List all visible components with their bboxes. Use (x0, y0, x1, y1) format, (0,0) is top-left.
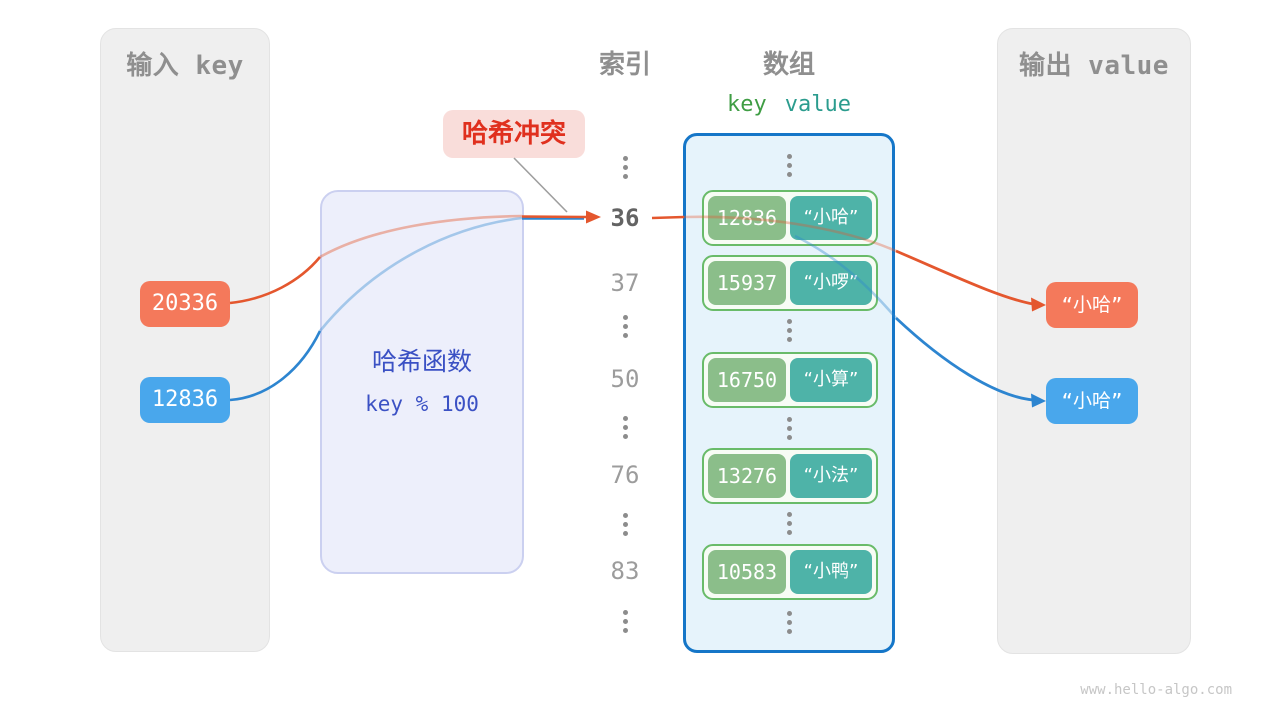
ellipsis-dots (786, 512, 792, 535)
output-value-panel: 输出 value (997, 28, 1191, 654)
output-value-orange: “小哈” (1046, 282, 1138, 328)
output-panel-title: 输出 value (1019, 51, 1169, 81)
output-value-blue: “小哈” (1046, 378, 1138, 424)
hash-function-formula: key % 100 (365, 392, 479, 416)
ellipsis-dots (622, 513, 628, 536)
index-83: 83 (610, 557, 640, 585)
ellipsis-dots (786, 417, 792, 440)
pair-key: 12836 (708, 196, 786, 240)
array-column-title: 数组 (762, 50, 815, 80)
pair-key: 16750 (708, 358, 786, 402)
ellipsis-dots (786, 154, 792, 177)
input-key-20336: 20336 (140, 281, 230, 327)
pair-value: “小哈” (790, 196, 872, 240)
ellipsis-dots (622, 416, 628, 439)
hash-function-box: 哈希函数 key % 100 (320, 190, 524, 574)
index-36: 36 (610, 204, 640, 232)
key-header-label: key (727, 92, 767, 117)
value-header-label: value (784, 92, 851, 117)
pair-bucket-50: 16750 “小算” (702, 352, 878, 408)
pair-value: “小算” (790, 358, 872, 402)
ellipsis-dots (622, 156, 628, 179)
key-value-header: key value (709, 92, 869, 117)
orange-input-curve-exit (521, 215, 587, 219)
ellipsis-dots (786, 319, 792, 342)
index-76: 76 (610, 461, 640, 489)
input-panel-title: 输入 key (126, 51, 244, 81)
ellipsis-dots (622, 610, 628, 633)
input-key-12836: 12836 (140, 377, 230, 423)
pair-bucket-37: 15937 “小啰” (702, 255, 878, 311)
ellipsis-dots (622, 315, 628, 338)
website-watermark: www.hello-algo.com (1080, 682, 1232, 698)
input-key-panel: 输入 key (100, 28, 270, 652)
pair-bucket-83: 10583 “小鸭” (702, 544, 878, 600)
pair-key: 13276 (708, 454, 786, 498)
pair-value: “小啰” (790, 261, 872, 305)
hash-function-name: 哈希函数 (371, 347, 472, 376)
hash-collision-badge: 哈希冲突 (443, 110, 585, 158)
index-37: 37 (610, 269, 640, 297)
pair-bucket-76: 13276 “小法” (702, 448, 878, 504)
pair-value: “小法” (790, 454, 872, 498)
index-column-title: 索引 (598, 50, 651, 80)
pair-key: 15937 (708, 261, 786, 305)
pair-key: 10583 (708, 550, 786, 594)
pair-value: “小鸭” (790, 550, 872, 594)
index-50: 50 (610, 365, 640, 393)
pair-bucket-36: 12836 “小哈” (702, 190, 878, 246)
ellipsis-dots (786, 611, 792, 634)
